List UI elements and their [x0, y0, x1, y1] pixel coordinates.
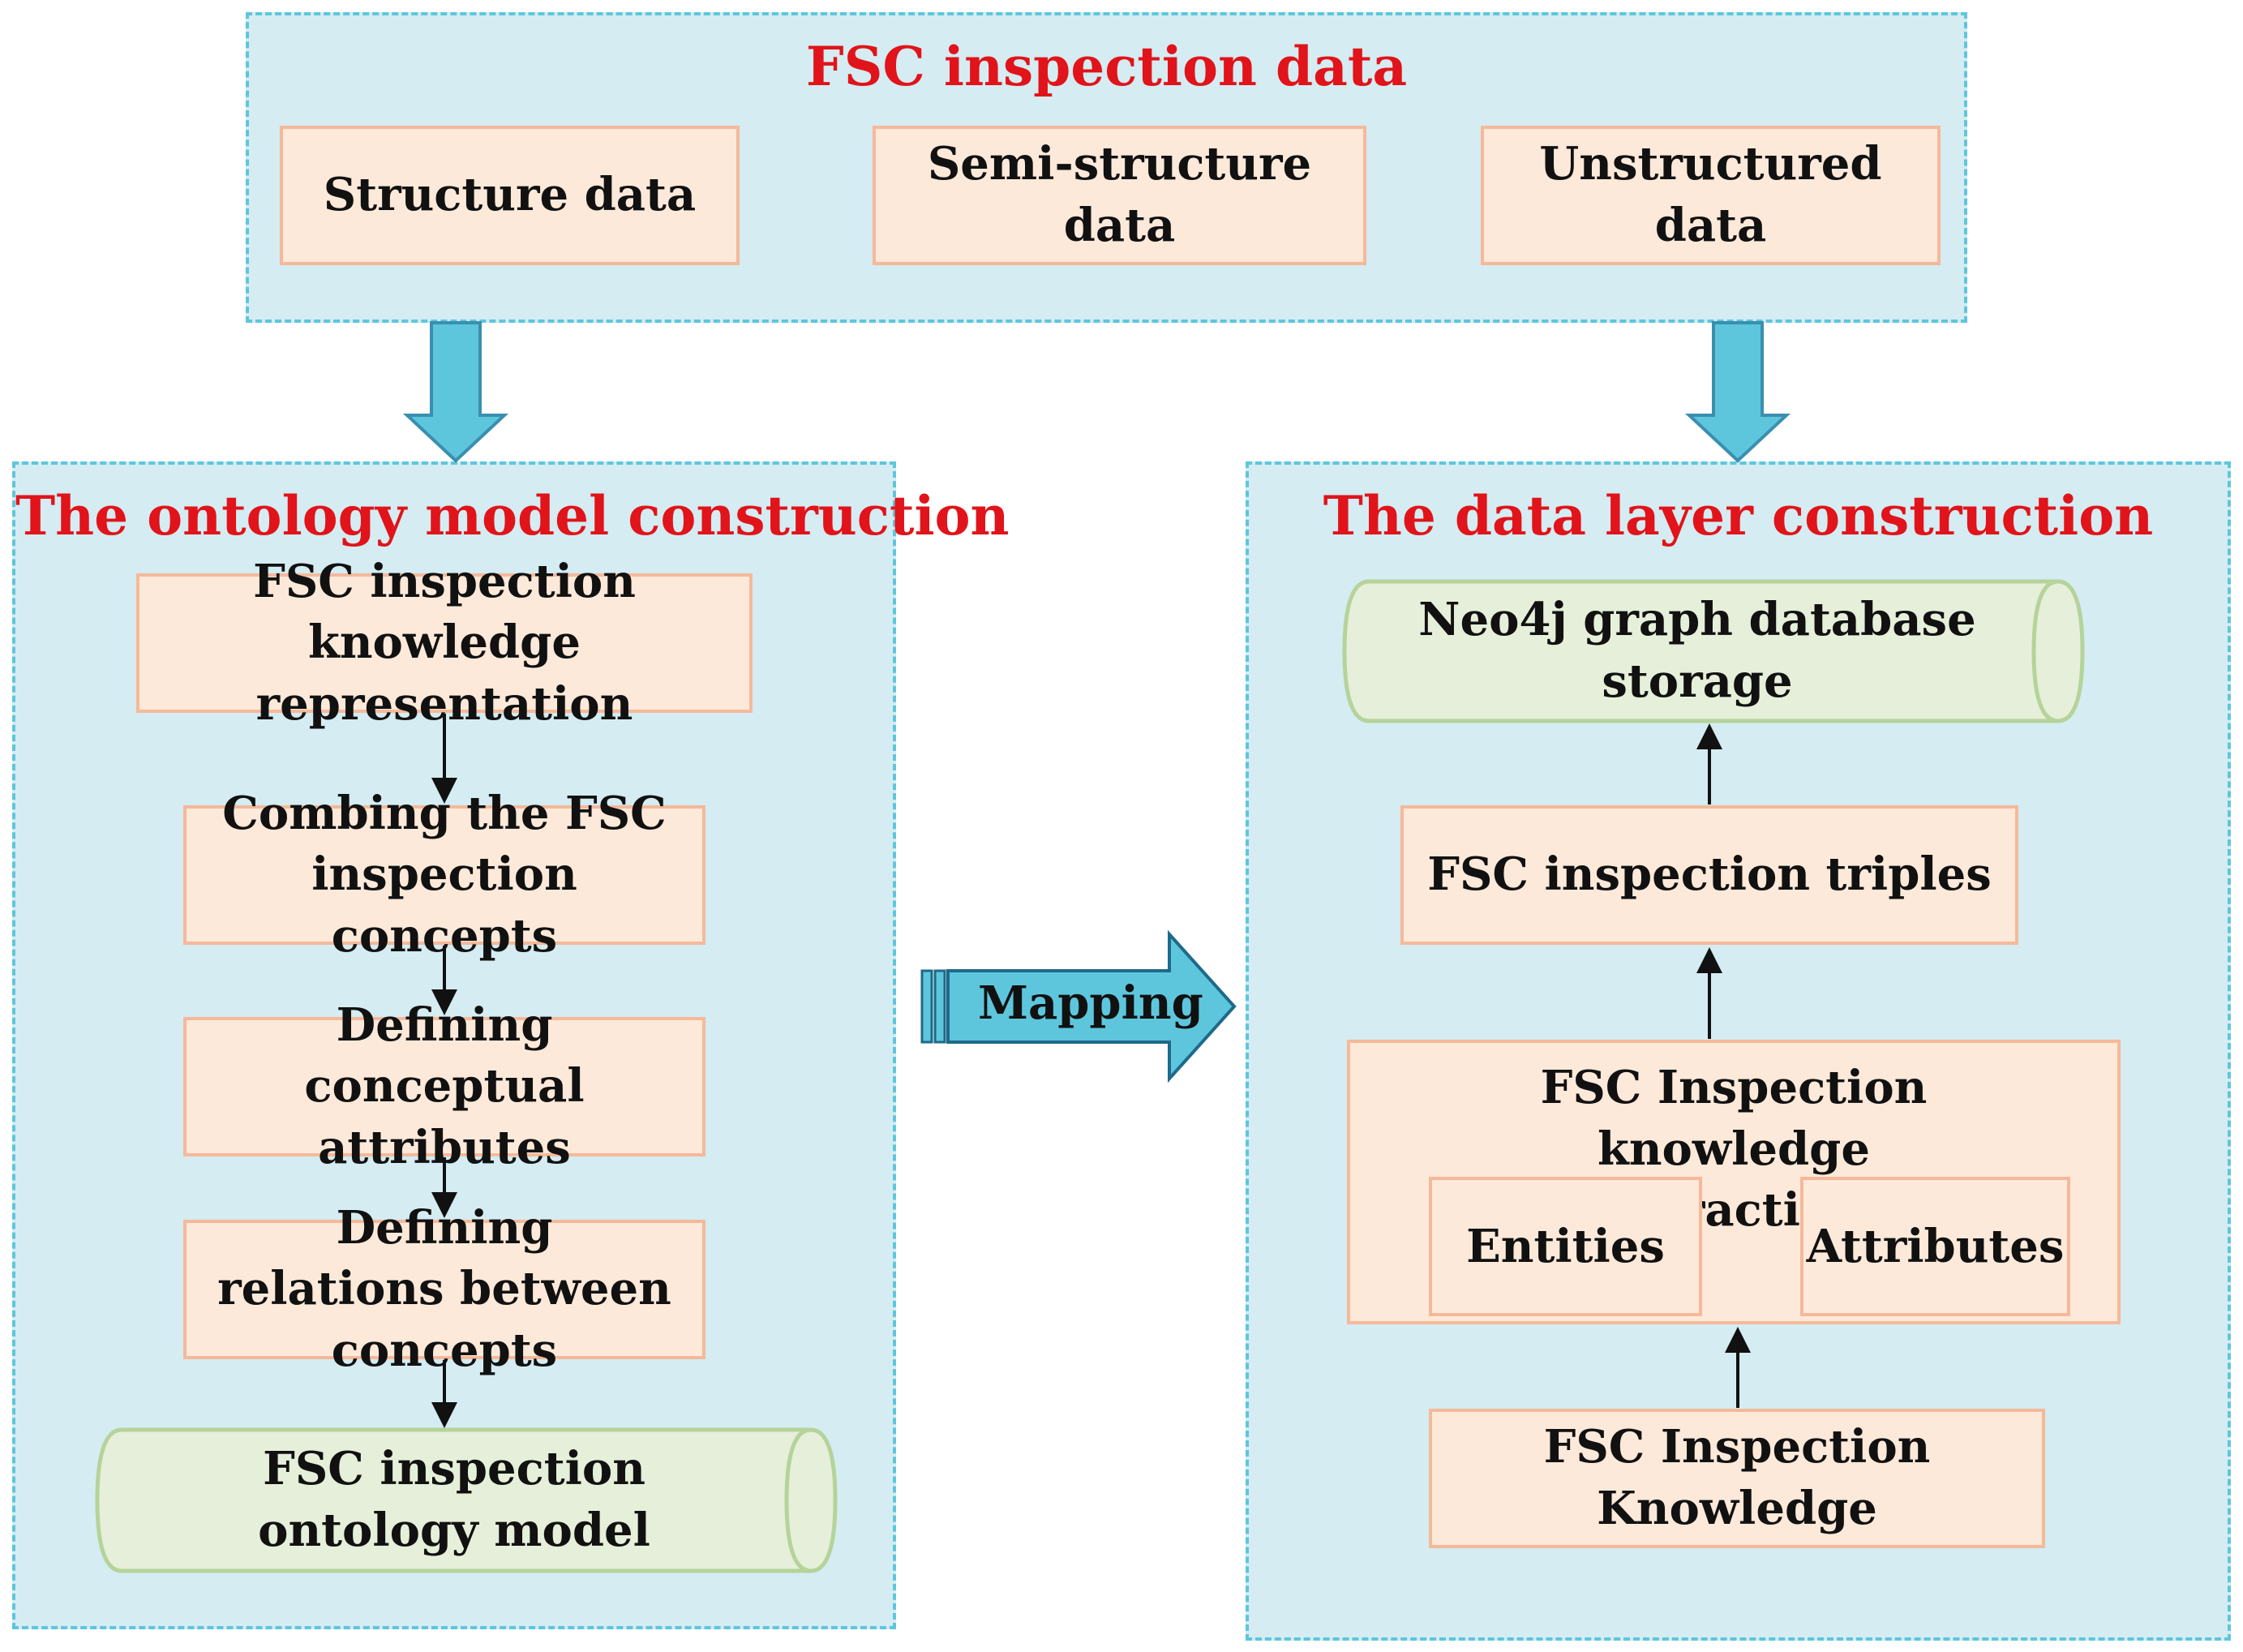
attributes-box: Attributes: [1800, 1177, 2070, 1316]
entities-box: Entities: [1429, 1177, 1702, 1316]
mapping-label: Mapping: [978, 976, 1203, 1030]
attributes-label: Attributes: [1806, 1220, 2065, 1273]
inspection-knowledge-box: FSC Inspection Knowledge: [1429, 1409, 2045, 1548]
panel-title: FSC inspection data: [805, 35, 1408, 98]
knowledge-representation-box: FSC inspection knowledge representation: [136, 555, 753, 731]
mapping-arrow: [920, 929, 1237, 1083]
neo4j-storage-text: Neo4j graph database storage: [1418, 593, 1976, 708]
structure-data-box: Structure data: [280, 126, 740, 265]
ontology-model-label: FSC inspection ontology model: [105, 1430, 803, 1571]
entities-label: Entities: [1466, 1220, 1665, 1273]
panel-title: The ontology model construction: [15, 484, 1010, 547]
semi-structure-data-label: Semi-structure data: [927, 137, 1312, 252]
unstructured-data-label: Unstructured data: [1539, 137, 1882, 252]
panel-title: The data layer construction: [1323, 484, 2154, 547]
conceptual-attributes-box: Defining conceptual attributes: [183, 998, 705, 1174]
unstructured-data-box: Unstructured data: [1481, 126, 1941, 265]
knowledge-representation-label: FSC inspection knowledge representation: [253, 554, 636, 731]
conceptual-attributes-label: Defining conceptual attributes: [304, 998, 585, 1174]
down-arrow-left: [402, 321, 509, 463]
ontology-model-cylinder: [95, 1427, 838, 1573]
triples-label: FSC inspection triples: [1427, 847, 1992, 902]
neo4j-storage-label: Neo4j graph database storage: [1353, 581, 2042, 721]
ontology-model-text: FSC inspection ontology model: [258, 1442, 650, 1557]
semi-structure-data-box: Semi-structure data: [873, 126, 1366, 265]
structure-data-label: Structure data: [323, 168, 697, 222]
down-arrow-right: [1684, 321, 1791, 463]
inspection-knowledge-label: FSC Inspection Knowledge: [1543, 1420, 1931, 1535]
neo4j-storage-cylinder: [1342, 579, 2085, 723]
triples-box: FSC inspection triples: [1400, 805, 2018, 945]
